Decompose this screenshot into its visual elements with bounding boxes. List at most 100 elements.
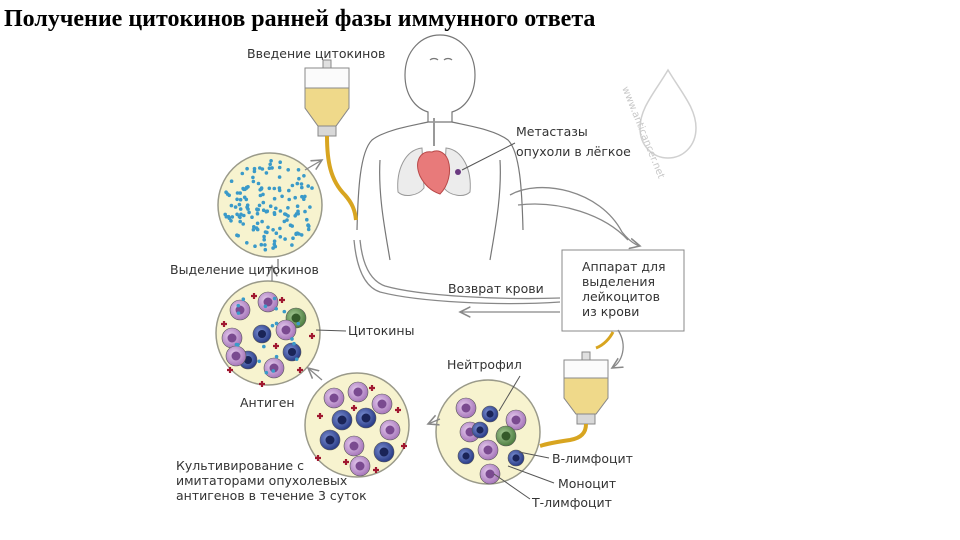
apparatus-box (561, 249, 685, 332)
cytokine-dot (263, 243, 267, 247)
cytokine-dot (294, 357, 299, 361)
cytokine-dot (250, 215, 254, 219)
cytokine-dot (263, 304, 268, 309)
cell-nucleus (349, 441, 359, 451)
cytokine-dot (233, 205, 238, 209)
cytokine-dot (272, 242, 277, 247)
heart-icon (417, 150, 451, 195)
cultivation-label-2: имитаторами опухолевых (176, 473, 347, 488)
cytokine-dot (302, 174, 306, 178)
metastases-label-1: Метастазы (516, 124, 588, 139)
leukocyte-dish (435, 379, 541, 485)
cytokine-dot (240, 171, 245, 176)
cytokine-dot (310, 186, 314, 190)
antigen-icon (369, 385, 375, 391)
cytokine-dot (241, 222, 245, 226)
cytokine-dot (244, 197, 249, 202)
cell-nucleus (355, 461, 365, 471)
infusion-tube (325, 135, 358, 221)
cytokine-dot (238, 215, 242, 220)
cytokine-dot (308, 205, 312, 209)
antigen-icon (279, 297, 285, 303)
cytokine-dot (245, 166, 249, 171)
cytokine-dot (268, 204, 273, 208)
cytokine-dot (251, 179, 256, 184)
cytokine-dot (262, 234, 266, 239)
cytokine-dot (224, 190, 228, 194)
cytokine-dot (236, 233, 240, 238)
cultivation-dish (304, 372, 410, 478)
cell-nucleus (483, 445, 493, 455)
cell-nucleus (337, 415, 347, 425)
cytokine-dot (238, 207, 243, 211)
cytokine-dot (290, 183, 295, 188)
cell-nucleus (512, 454, 520, 462)
cytokine-dot (264, 370, 269, 375)
cytokine-dish (217, 152, 323, 258)
cytokine-dot (274, 206, 278, 211)
cytokine-dot (267, 166, 272, 170)
cytokine-dot (285, 218, 289, 222)
cytokine-dot (296, 209, 300, 214)
apparatus-label-4: из крови (582, 304, 639, 319)
cytokine-dot (236, 311, 241, 315)
infusion-label: Введение цитокинов (247, 46, 385, 61)
cytokine-dot (272, 186, 277, 191)
cytokine-dot (296, 168, 301, 172)
cytokine-dot (257, 203, 262, 208)
cell-nucleus (227, 333, 237, 343)
monocyte-label: Моноцит (558, 476, 616, 491)
cytokine-dot (306, 223, 311, 227)
human-figure (356, 34, 524, 261)
cytokine-dot (259, 186, 264, 190)
cytokine-dot (260, 167, 265, 171)
cytokine-dot (230, 215, 235, 219)
pointer-lines (277, 259, 555, 500)
cytokine-dot (282, 309, 287, 314)
cytokine-dot (236, 303, 241, 308)
cytokine-dot (267, 186, 272, 191)
cytokine-dot (258, 193, 263, 198)
cytokine-dot (229, 179, 234, 183)
cytokine-dot (247, 210, 251, 215)
cell-nucleus (511, 415, 521, 425)
cytokine-dot (277, 186, 282, 190)
cytokine-dot (235, 197, 239, 202)
cell-nucleus (461, 403, 471, 413)
metastasis-dot (455, 169, 461, 175)
antigen-label: Антиген (240, 395, 295, 410)
cell-nucleus (257, 329, 267, 339)
cytokine-dot (282, 219, 287, 224)
cytokine-release-label: Выделение цитокинов (170, 262, 319, 277)
cytokine-dot (261, 208, 266, 212)
cytokine-dot (286, 214, 290, 218)
cytokine-dot (259, 242, 264, 247)
cytokine-dot (274, 321, 279, 326)
antigen-icon (227, 367, 233, 373)
cytokine-dot (238, 191, 242, 195)
cytokine-dot (251, 175, 255, 180)
cytokine-dot (239, 212, 243, 217)
antigen-icon (401, 443, 407, 449)
infusion-bag-icon (304, 59, 350, 137)
cytokine-dot (274, 306, 279, 311)
cytokine-dot (242, 213, 246, 218)
apparatus-label-1: Аппарат для (582, 259, 666, 274)
cytokine-dot (252, 225, 256, 229)
antigen-icon (343, 459, 349, 465)
cytokine-dot (229, 219, 233, 223)
b-lymphocyte-label: В-лимфоцит (552, 451, 633, 466)
antigen-icon (373, 467, 379, 473)
cytokine-dot (277, 165, 282, 170)
page-title: Получение цитокинов ранней фазы иммунног… (4, 6, 596, 32)
cell-nucleus (325, 435, 335, 445)
cytokine-dot (303, 194, 307, 199)
antigen-icon (259, 381, 265, 387)
apparatus-label-2: выделения (582, 274, 655, 289)
apparatus-feed-tube (595, 331, 615, 350)
cytokine-dot (261, 200, 266, 205)
cytokine-dot (297, 176, 301, 181)
cytokine-dot (294, 212, 299, 216)
cell-nucleus (485, 469, 495, 479)
cell-nucleus (377, 399, 387, 409)
